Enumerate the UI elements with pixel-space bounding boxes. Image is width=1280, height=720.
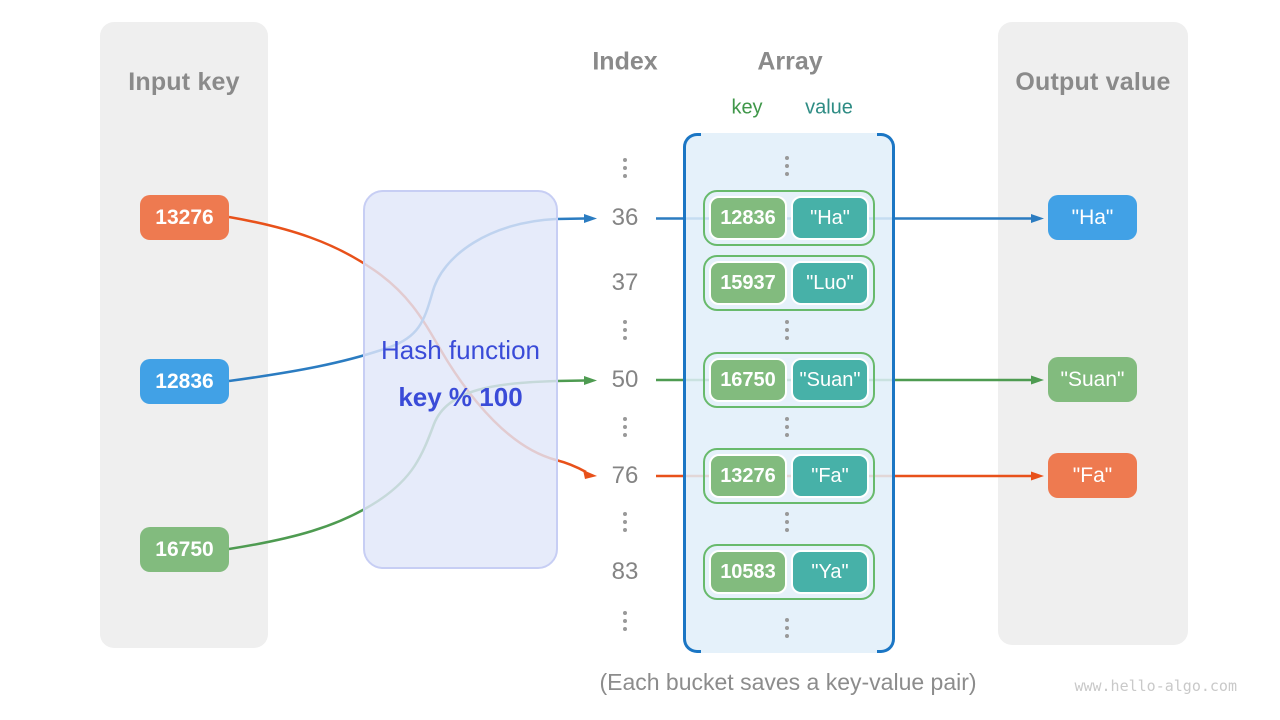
index-50: 50	[611, 366, 639, 393]
ellipsis-icon	[623, 512, 627, 532]
output-value-panel: Output value	[998, 22, 1188, 645]
bucket-row-76: 13276 "Fa"	[703, 448, 875, 504]
index-83: 83	[611, 558, 639, 585]
input-key-16750: 16750	[140, 527, 229, 572]
ellipsis-icon	[785, 156, 789, 176]
index-column-header: Index	[592, 47, 658, 76]
watermark: www.hello-algo.com	[1074, 677, 1237, 695]
ellipsis-icon	[785, 512, 789, 532]
bucket-key: 13276	[709, 454, 787, 498]
input-key-12836: 12836	[140, 359, 229, 404]
bucket-value: "Suan"	[791, 358, 869, 402]
bucket-value: "Ha"	[791, 196, 869, 240]
output-value-fa: "Fa"	[1048, 453, 1137, 498]
arrowhead-36	[584, 214, 597, 223]
ellipsis-icon	[623, 320, 627, 340]
input-panel-title: Input key	[128, 68, 240, 96]
arrowhead-50	[584, 376, 597, 385]
bucket-row-36: 12836 "Ha"	[703, 190, 875, 246]
bucket-value: "Fa"	[791, 454, 869, 498]
ellipsis-icon	[623, 417, 627, 437]
array-bracket-left	[683, 133, 701, 653]
index-37: 37	[611, 269, 639, 296]
arrowhead-fa	[1031, 471, 1044, 481]
arrowhead-ha	[1031, 214, 1044, 223]
bucket-value: "Luo"	[791, 261, 869, 305]
bucket-key: 10583	[709, 550, 787, 594]
bucket-key: 16750	[709, 358, 787, 402]
bucket-row-37: 15937 "Luo"	[703, 255, 875, 311]
index-76: 76	[611, 462, 639, 489]
value-subheader: value	[805, 96, 853, 119]
hash-function-box: Hash function key % 100	[363, 190, 558, 569]
arrowhead-76	[583, 470, 597, 479]
bucket-row-83: 10583 "Ya"	[703, 544, 875, 600]
hash-function-formula: key % 100	[398, 382, 523, 412]
hash-function-title: Hash function	[381, 335, 540, 365]
ellipsis-icon	[623, 611, 627, 631]
bucket-row-50: 16750 "Suan"	[703, 352, 875, 408]
ellipsis-icon	[785, 320, 789, 340]
output-value-suan: "Suan"	[1048, 357, 1137, 402]
input-key-13276: 13276	[140, 195, 229, 240]
array-bracket-right	[877, 133, 895, 653]
bucket-value: "Ya"	[791, 550, 869, 594]
bucket-key: 12836	[709, 196, 787, 240]
diagram-caption: (Each bucket saves a key-value pair)	[599, 669, 977, 695]
arrowhead-suan	[1031, 375, 1044, 385]
array-column-header: Array	[757, 47, 823, 76]
output-value-ha: "Ha"	[1048, 195, 1137, 240]
ellipsis-icon	[785, 417, 789, 437]
key-subheader: key	[731, 96, 763, 119]
ellipsis-icon	[785, 618, 789, 638]
index-36: 36	[611, 204, 639, 231]
ellipsis-icon	[623, 158, 627, 178]
output-panel-title: Output value	[1015, 68, 1171, 96]
bucket-key: 15937	[709, 261, 787, 305]
